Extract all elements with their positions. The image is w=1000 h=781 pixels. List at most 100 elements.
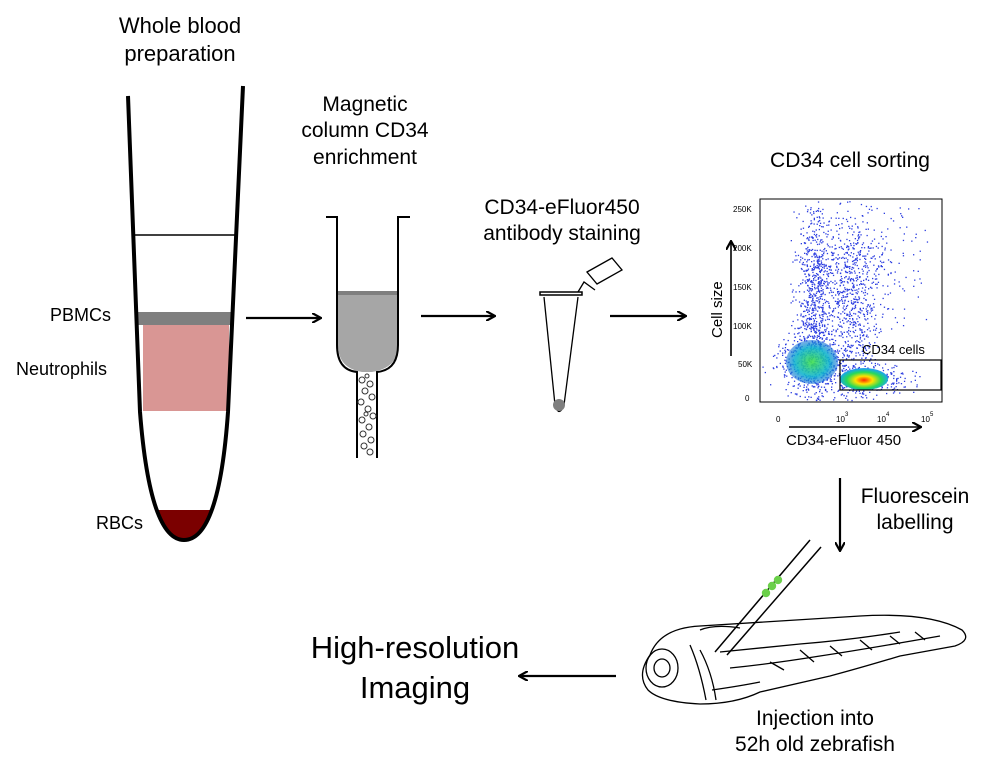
xtick-1e5-exp: 5: [930, 412, 934, 418]
scatter-dot: [846, 293, 848, 296]
scatter-dot: [800, 315, 802, 317]
scatter-dot: [800, 256, 802, 258]
eppendorf-tube: [539, 257, 624, 413]
scatter-dot: [823, 282, 825, 284]
scatter-dot: [855, 277, 857, 279]
scatter-dot: [863, 255, 865, 257]
scatter-dot: [776, 357, 778, 359]
scatter-dot: [821, 392, 823, 394]
scatter-dot: [806, 250, 808, 252]
scatter-dot: [840, 335, 842, 337]
scatter-dot: [829, 343, 831, 345]
scatter-dot: [902, 255, 905, 257]
scatter-dot: [824, 329, 826, 331]
scatter-dot: [821, 250, 823, 252]
scatter-dot: [905, 276, 907, 279]
scatter-dot: [802, 227, 805, 229]
scatter-dot: [892, 308, 894, 310]
scatter-dot: [812, 324, 814, 326]
scatter-dot: [830, 265, 832, 267]
scatter-dot: [870, 307, 873, 310]
scatter-dot: [798, 332, 800, 334]
scatter-dots: [762, 201, 929, 402]
scatter-dot: [824, 265, 826, 267]
scatter-dot: [853, 231, 855, 233]
scatter-dot: [906, 226, 908, 228]
scatter-dot: [818, 281, 820, 283]
scatter-dot: [803, 315, 805, 317]
scatter-dot: [837, 312, 840, 314]
scatter-dot: [833, 378, 836, 380]
scatter-dot: [806, 306, 809, 309]
scatter-dot: [817, 398, 820, 400]
scatter-dot: [820, 280, 822, 282]
xtick-1e3: 10: [836, 415, 845, 424]
scatter-dot: [871, 282, 873, 284]
scatter-dot: [818, 243, 821, 245]
scatter-dot: [919, 259, 921, 261]
scatter-dot: [887, 228, 889, 230]
scatter-dot: [892, 392, 895, 394]
scatter-dot: [842, 284, 845, 286]
scatter-dot: [855, 259, 857, 261]
scatter-dot: [821, 298, 823, 300]
scatter-dot: [860, 203, 863, 206]
scatter-dot: [868, 347, 870, 349]
scatter-dot: [812, 237, 814, 239]
scatter-dot: [829, 380, 831, 382]
scatter-dot: [856, 260, 858, 262]
scatter-dot: [854, 289, 856, 291]
scatter-dot: [847, 259, 849, 261]
scatter-dot: [826, 379, 828, 381]
scatter-dot: [913, 254, 915, 256]
scatter-dot: [827, 233, 829, 236]
scatter-dot: [826, 252, 829, 255]
scatter-dot: [811, 295, 814, 297]
scatter-dot: [824, 319, 827, 321]
scatter-dot: [810, 326, 812, 328]
scatter-dot: [860, 396, 863, 398]
scatter-dot: [805, 205, 807, 207]
scatter-dot: [853, 321, 856, 323]
scatter-dot: [843, 302, 846, 304]
scatter-dot: [848, 225, 850, 228]
scatter-dot: [866, 265, 868, 267]
scatter-dot: [810, 208, 812, 211]
scatter-dot: [893, 377, 895, 380]
scatter-dot: [808, 225, 810, 227]
scatter-dot: [899, 227, 901, 229]
scatter-dot: [875, 245, 878, 248]
scatter-dot: [873, 298, 876, 300]
scatter-dot: [804, 242, 806, 245]
scatter-dot: [821, 242, 823, 244]
scatter-dot: [869, 306, 871, 308]
scatter-dot: [811, 335, 813, 337]
scatter-dot: [813, 278, 815, 280]
scatter-dot: [866, 273, 868, 275]
scatter-dot: [848, 355, 850, 357]
scatter-dot: [814, 253, 816, 255]
pbmcs-label: PBMCs: [50, 305, 112, 325]
scatter-dot: [848, 270, 851, 273]
scatter-dot: [818, 302, 820, 304]
scatter-dot: [808, 295, 811, 297]
scatter-dot: [872, 303, 875, 305]
scatter-dot: [849, 311, 851, 313]
scatter-dot: [865, 299, 867, 301]
scatter-dot: [813, 293, 815, 295]
scatter-dot: [807, 324, 809, 326]
scatter-dot: [891, 372, 893, 374]
scatter-dot: [802, 324, 805, 326]
scatter-dot: [847, 313, 849, 316]
scatter-dot: [843, 253, 846, 255]
scatter-dot: [881, 387, 883, 389]
scatter-dot: [815, 399, 818, 402]
scatter-dot: [832, 343, 835, 346]
scatter-dot: [869, 312, 871, 314]
scatter-dot: [880, 303, 882, 306]
scatter-dot: [874, 342, 876, 344]
scatter-dot: [864, 318, 866, 320]
scatter-dot: [830, 269, 832, 271]
scatter-dot: [814, 252, 816, 254]
scatter-dot: [815, 275, 817, 277]
